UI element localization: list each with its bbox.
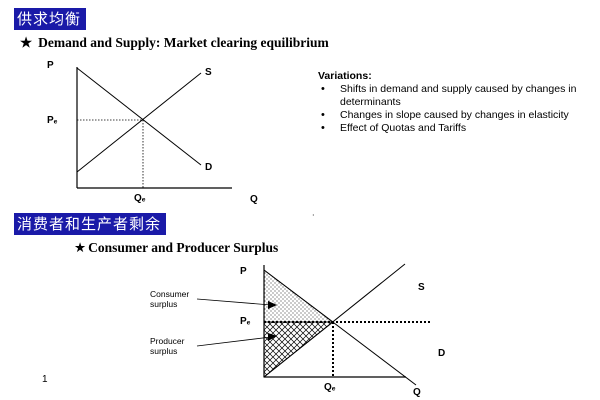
demand-curve-label: D xyxy=(438,348,445,359)
equilibrium-quantity-label: Qₑ xyxy=(324,382,336,393)
variations-list: Variations: Shifts in demand and supply … xyxy=(318,70,596,135)
equilibrium-price-label: Pₑ xyxy=(47,115,58,126)
variation-item: Changes in slope caused by changes in el… xyxy=(318,109,596,122)
supply-curve-label: S xyxy=(205,67,212,78)
demand-curve xyxy=(76,67,202,166)
page-number: 1 xyxy=(42,374,48,385)
producer-surplus-label: Producer surplus xyxy=(150,336,187,356)
consumer-surplus-arrow xyxy=(196,298,272,306)
variations-title: Variations: xyxy=(318,70,372,82)
star-icon: ★ xyxy=(20,35,33,50)
heading-text: Demand and Supply: Market clearing equil… xyxy=(38,35,329,50)
consumer-surplus-text: Consumer xyxy=(150,289,189,299)
section-banner-equilibrium: 供求均衡 xyxy=(14,8,87,30)
supply-curve xyxy=(76,72,202,173)
section-heading-surplus: ★Consumer and Producer Surplus xyxy=(74,240,278,256)
y-axis-label: P xyxy=(240,266,247,277)
consumer-surplus-label: Consumer surplus xyxy=(150,289,192,309)
x-axis-label: Q xyxy=(413,387,421,398)
stray-dot: · xyxy=(312,211,315,220)
surplus-label-line: surplus xyxy=(150,299,177,309)
equilibrium-price-label: Pₑ xyxy=(240,316,251,327)
demand-curve xyxy=(263,269,417,386)
variation-item: Shifts in demand and supply caused by ch… xyxy=(318,83,596,109)
consumer-surplus-arrowhead xyxy=(268,301,277,309)
equilibrium-quantity-label: Qₑ xyxy=(134,193,146,204)
x-axis-label: Q xyxy=(250,194,258,205)
demand-curve-label: D xyxy=(205,162,212,173)
producer-surplus-text: Producer xyxy=(150,336,185,346)
supply-curve-label: S xyxy=(418,282,425,293)
section-banner-surplus: 消费者和生产者剩余 xyxy=(14,213,167,235)
heading-text: Consumer and Producer Surplus xyxy=(88,240,279,255)
producer-surplus-arrow xyxy=(196,336,272,347)
variation-item: Effect of Quotas and Tariffs xyxy=(318,122,596,135)
y-axis-label: P xyxy=(47,60,54,71)
supply-curve xyxy=(263,263,406,378)
surplus-label-line: surplus xyxy=(150,346,177,356)
star-icon: ★ xyxy=(74,240,87,255)
producer-surplus-arrowhead xyxy=(268,333,277,341)
section-heading-equilibrium: ★ Demand and Supply: Market clearing equi… xyxy=(20,35,329,51)
